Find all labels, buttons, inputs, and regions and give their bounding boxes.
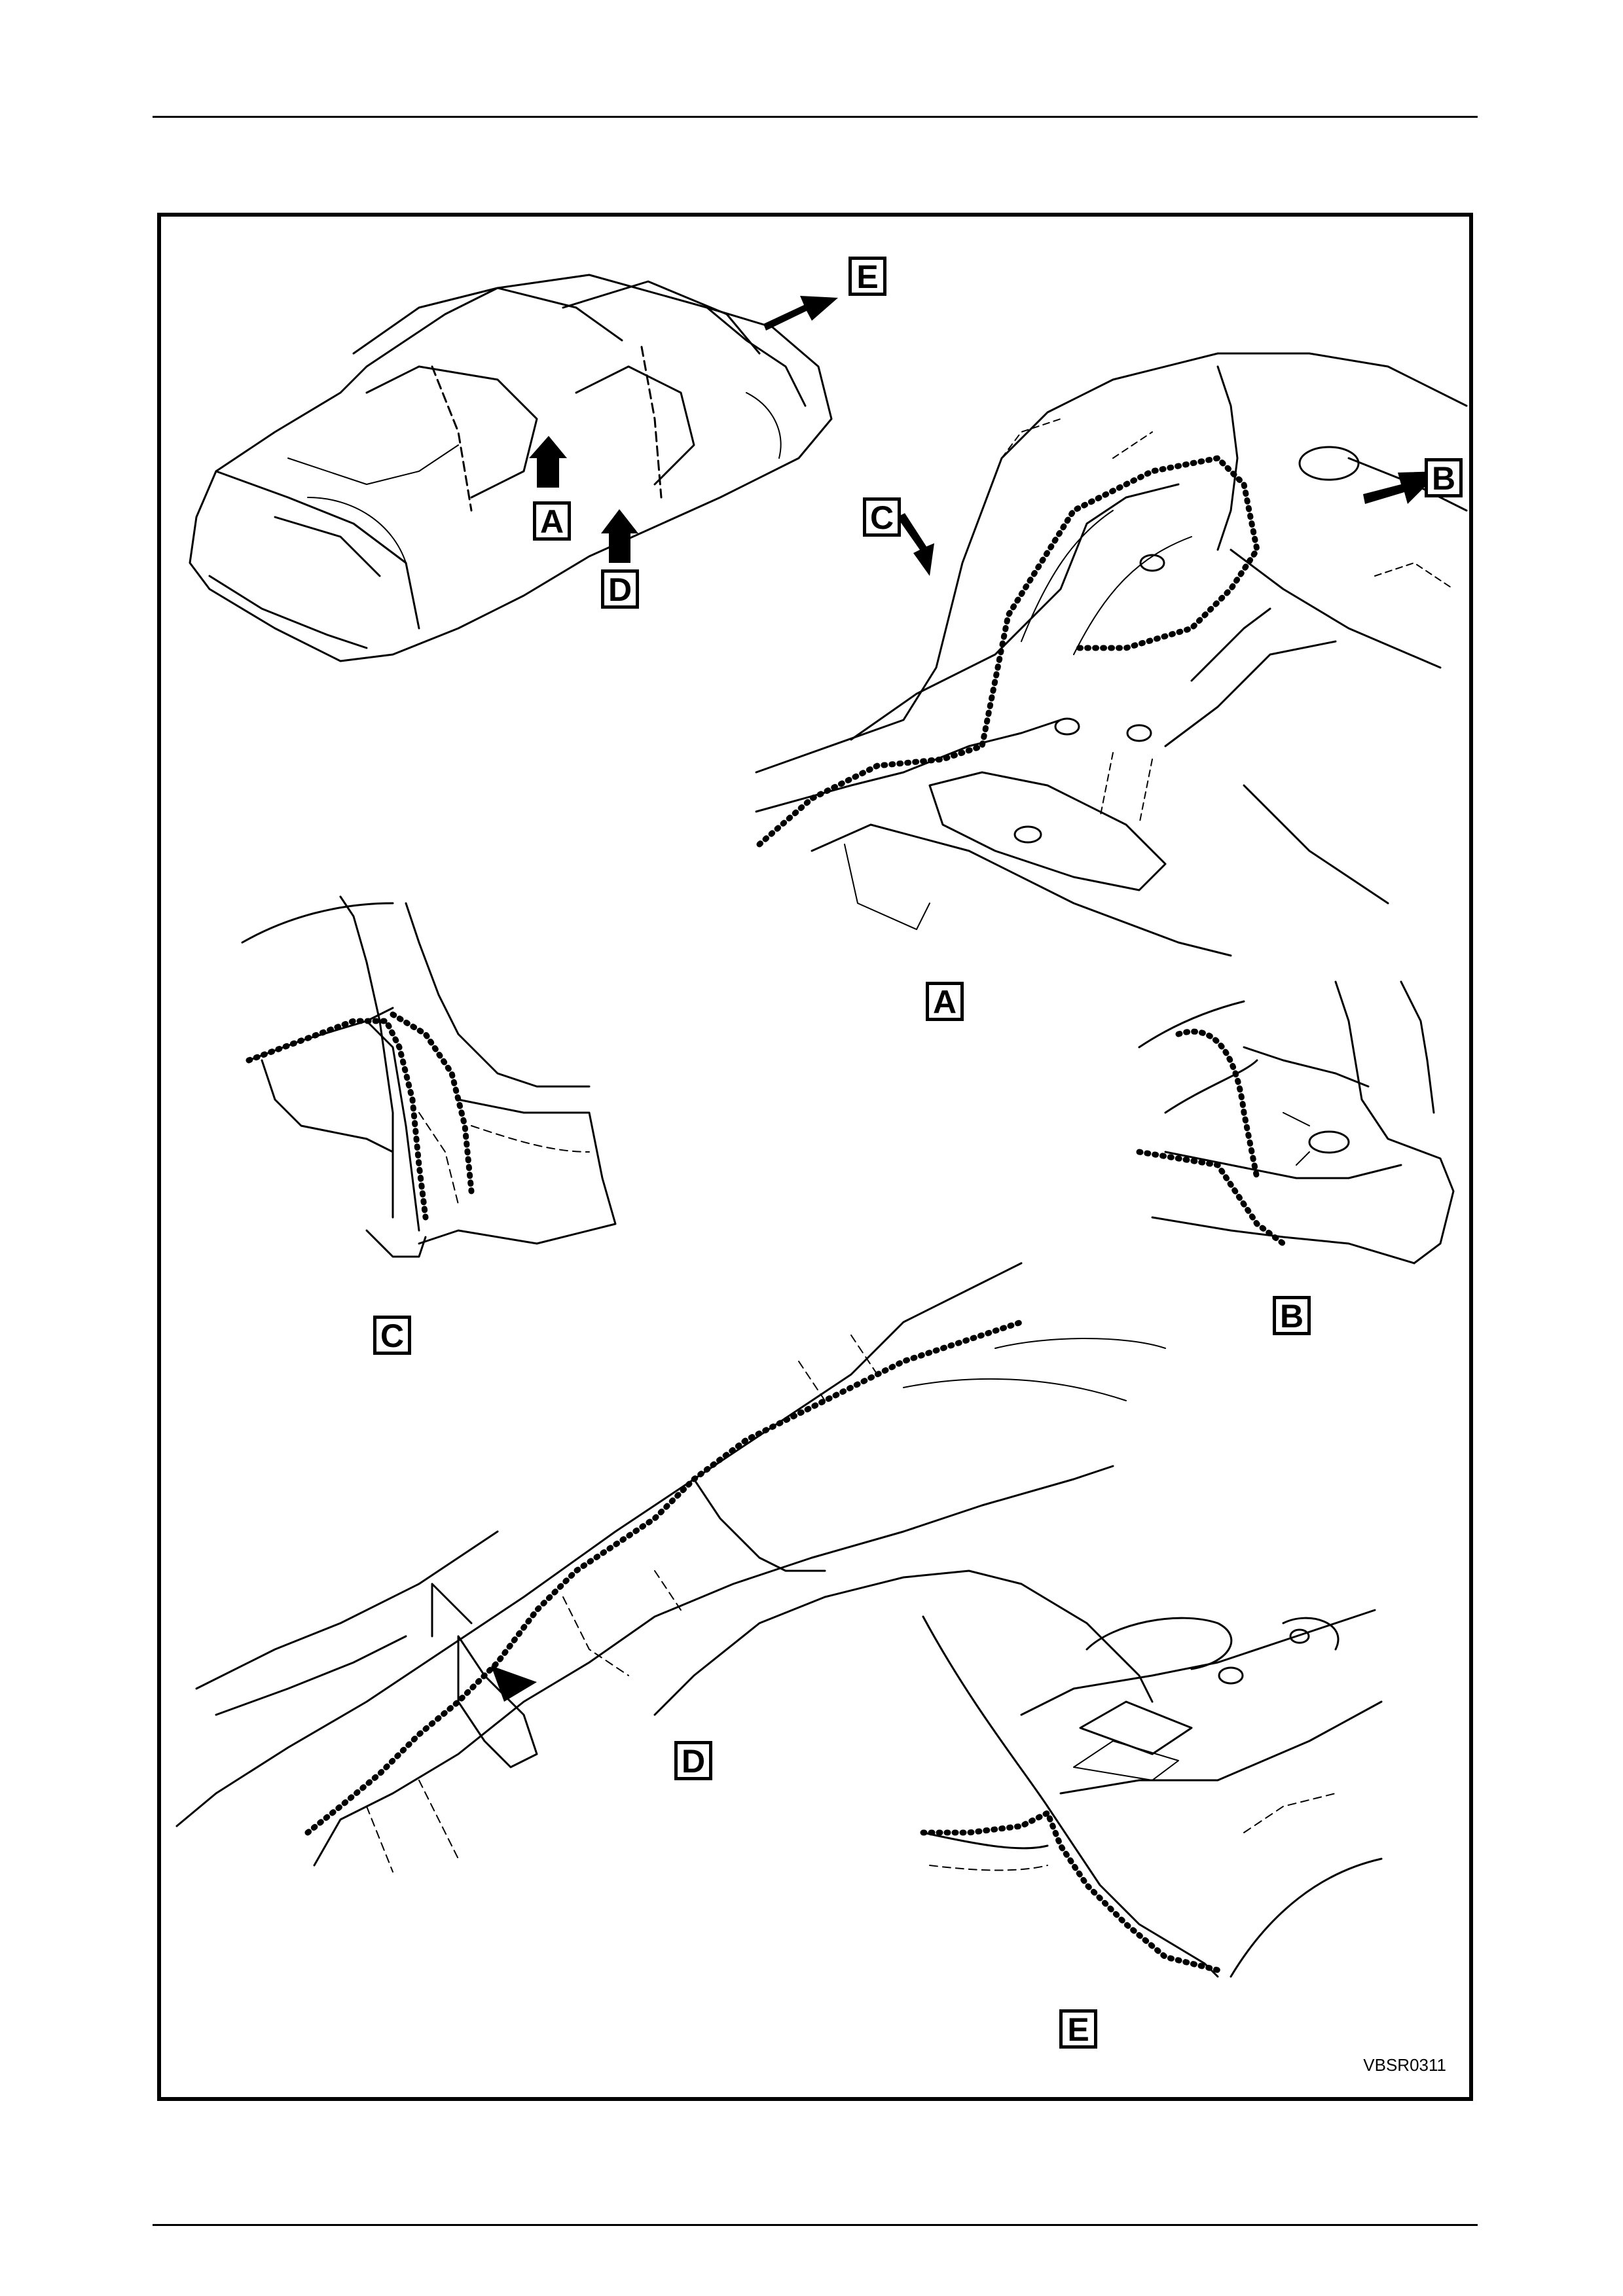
- callout-overview-a: A: [533, 501, 571, 541]
- arrow-d-detail-icon: [491, 1666, 537, 1702]
- callout-overview-d: D: [601, 569, 639, 609]
- arrow-e-icon: [763, 296, 838, 331]
- sealant-bead-e: [923, 1813, 1218, 1970]
- callout-detail-a-b: B: [1425, 458, 1463, 497]
- callout-panel-a: A: [926, 982, 964, 1021]
- callout-detail-a-c: C: [863, 497, 901, 537]
- detail-e-drawing: [923, 1610, 1381, 1977]
- figure-reference-code: VBSR0311: [1363, 2055, 1446, 2075]
- sealant-bead-b: [1139, 1031, 1283, 1244]
- sealant-bead-c: [249, 1014, 471, 1217]
- sealant-bead-d: [308, 1322, 1021, 1833]
- callout-panel-d: D: [674, 1741, 712, 1780]
- car-body-overview: [190, 275, 831, 661]
- detail-a-drawing: [756, 353, 1467, 956]
- callout-panel-b: B: [1273, 1296, 1311, 1335]
- sealant-bead-a: [759, 458, 1257, 844]
- callout-panel-c: C: [373, 1316, 411, 1355]
- detail-d-drawing: [177, 1263, 1165, 1872]
- detail-b-drawing: [1139, 982, 1453, 1263]
- detail-c-drawing: [242, 897, 615, 1257]
- callout-overview-e: E: [848, 257, 886, 296]
- callout-panel-e: E: [1059, 2009, 1097, 2049]
- arrow-a-icon: [529, 436, 567, 488]
- overview-arrows: [529, 296, 838, 563]
- arrow-c-icon: [897, 513, 934, 576]
